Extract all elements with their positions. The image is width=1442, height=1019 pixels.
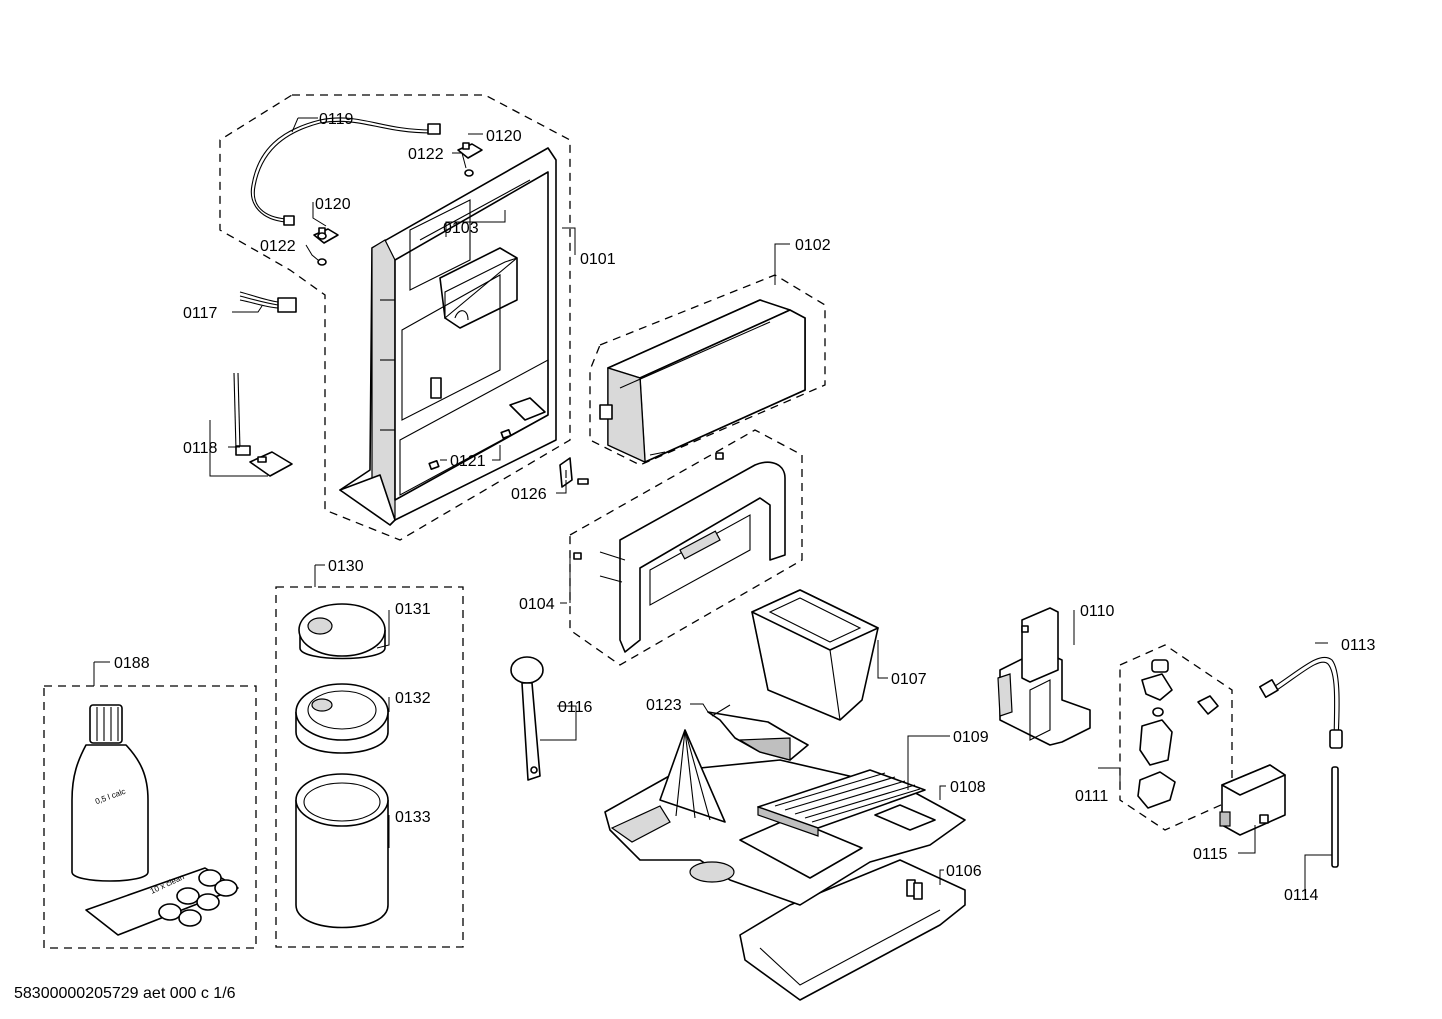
pin-0122-left [317, 232, 327, 240]
label-0120-left: 0120 [315, 196, 351, 213]
label-0121: 0121 [450, 453, 486, 470]
label-0117: 0117 [183, 305, 218, 322]
tray-0106 [739, 859, 966, 1001]
rod-0114 [1331, 766, 1339, 868]
grate-0109 [757, 769, 926, 837]
lever-0123 [707, 704, 809, 761]
sensor-0118 [233, 372, 293, 477]
lid-0131 [298, 603, 386, 660]
label-0110: 0110 [1080, 603, 1115, 620]
label-0126: 0126 [511, 486, 547, 503]
valve-parts-0111 [1137, 659, 1219, 809]
bracket-0126 [559, 457, 589, 488]
tank-0102 [599, 299, 806, 463]
valve-0110 [997, 607, 1091, 746]
label-0109: 0109 [953, 729, 989, 746]
label-0107: 0107 [891, 671, 927, 688]
group-outline-0101 [219, 94, 571, 541]
label-0131: 0131 [395, 601, 431, 618]
bottle-0188: 0,5 l calc [71, 704, 149, 882]
label-0188: 0188 [114, 655, 150, 672]
label-0102: 0102 [795, 237, 831, 254]
label-0106: 0106 [946, 863, 982, 880]
group-outline-0111 [1119, 644, 1233, 831]
label-0103: 0103 [443, 220, 479, 237]
frame-0101 [339, 147, 557, 526]
label-0113: 0113 [1341, 637, 1376, 654]
tube-0113 [1259, 656, 1343, 749]
part-labels: 0119 0120 0122 0120 0103 0122 0101 0102 … [114, 111, 1376, 904]
group-outline-0104 [569, 429, 803, 666]
label-0118: 0118 [183, 440, 218, 457]
label-0133: 0133 [395, 809, 431, 826]
label-0122-top: 0122 [408, 146, 444, 163]
label-0123: 0123 [646, 697, 682, 714]
label-0111: 0111 [1075, 788, 1108, 805]
label-0104: 0104 [519, 596, 555, 613]
leader-lines [93, 117, 1332, 894]
label-0115: 0115 [1193, 846, 1228, 863]
connector-0117 [239, 291, 297, 313]
pin-0122-lower [317, 258, 327, 266]
group-box-0188 [43, 685, 257, 949]
pin-0122-top [464, 169, 474, 177]
label-0101: 0101 [580, 251, 616, 268]
spoon-0116 [510, 656, 544, 781]
module-0115 [1219, 764, 1286, 836]
group-outline-0102 [589, 274, 826, 466]
ring-0132 [295, 683, 389, 754]
cover-0104 [573, 452, 786, 653]
clip-0120-top [457, 142, 483, 159]
label-0108: 0108 [950, 779, 986, 796]
label-0120-top: 0120 [486, 128, 522, 145]
container-0107 [751, 589, 879, 721]
label-0132: 0132 [395, 690, 431, 707]
label-0119: 0119 [319, 111, 354, 128]
pins-0121 [428, 429, 512, 470]
document-footer: 58300000205729 aet 000 c 1/6 [14, 985, 236, 1002]
label-0116: 0116 [558, 699, 593, 716]
label-0122-left: 0122 [260, 238, 296, 255]
cable-0119 [250, 117, 441, 226]
jar-0133 [295, 773, 389, 929]
label-0130: 0130 [328, 558, 364, 575]
label-0114: 0114 [1284, 887, 1319, 904]
group-box-0130 [275, 586, 464, 948]
